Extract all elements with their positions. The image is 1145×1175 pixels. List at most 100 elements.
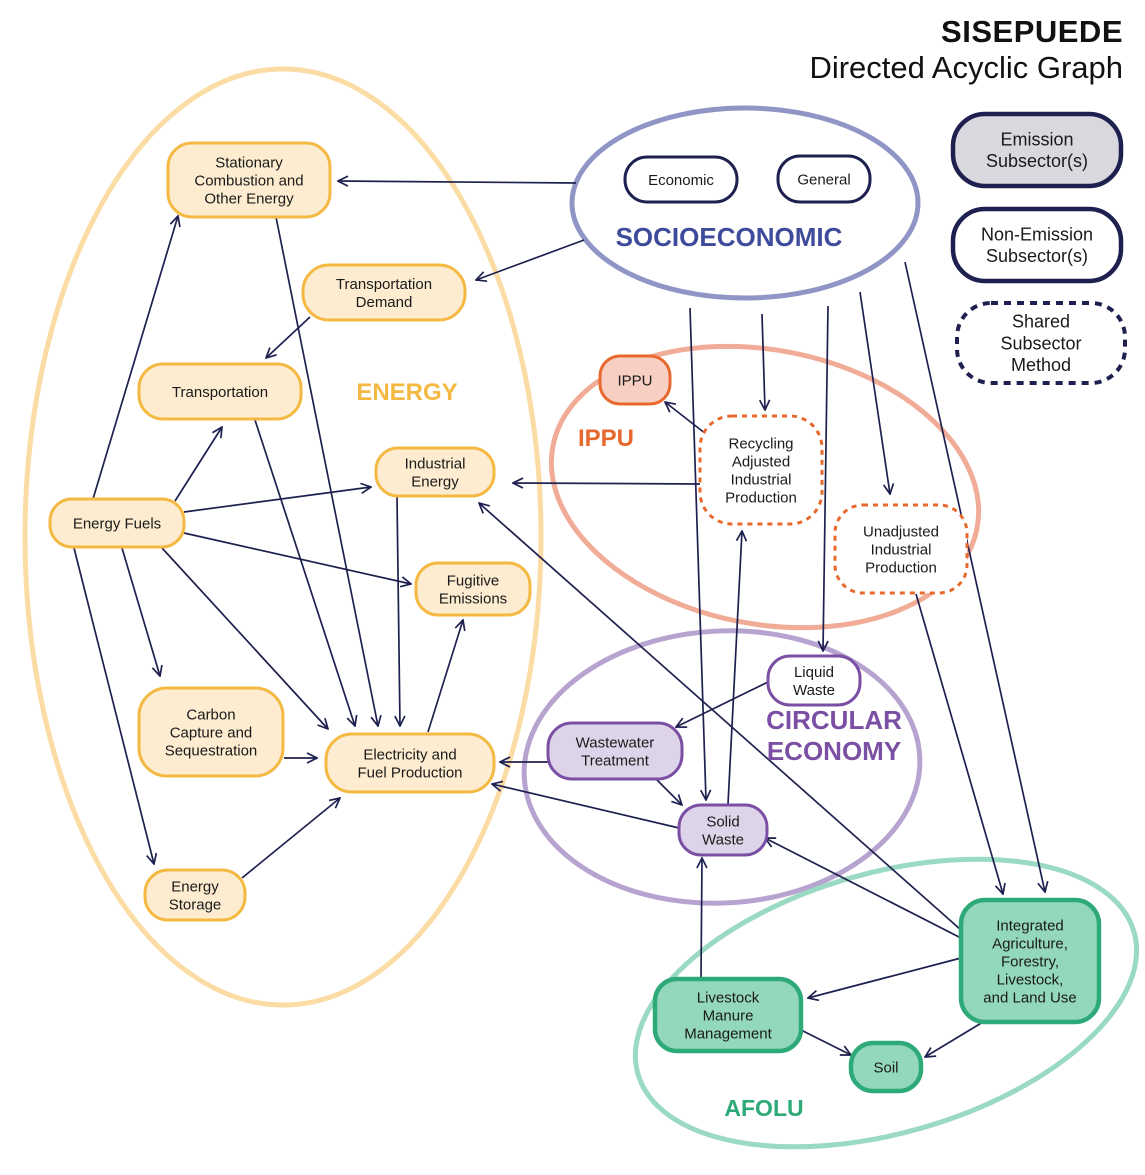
ippu-group-ellipse (548, 343, 982, 631)
stationary-node-label: Stationary (215, 154, 283, 171)
edge-integrated-afolu-to-livestock-manure (808, 957, 962, 998)
transport-demand-node-label: Demand (356, 294, 413, 311)
integrated-afolu-node-label: Forestry, (1001, 953, 1059, 970)
edge-energy-fuels-to-stationary (92, 216, 178, 500)
socio-group-label: SOCIOECONOMIC (616, 222, 843, 252)
fugitive-node-label: Emissions (439, 590, 507, 607)
solid-waste-node-label: Solid (706, 813, 739, 830)
edge-integrated-afolu-to-industrial-energy (479, 503, 962, 931)
livestock-manure-node-label: Manure (703, 1007, 754, 1024)
energy-storage-node-label: Energy (171, 878, 219, 895)
edge-recycling-to-ippu (665, 402, 707, 435)
energy-fuels-node: Energy Fuels (48, 497, 186, 549)
stationary-node-shape (166, 141, 332, 219)
edge-stationary-to-elec-fuel (275, 216, 378, 726)
diagram-title: SISEPUEDE (941, 14, 1123, 49)
ccs-node-label: Sequestration (165, 742, 258, 759)
industrial-energy-node-label: Energy (411, 473, 459, 490)
edge-socio-to-solid-waste (689, 307, 706, 800)
edge-integrated-afolu-to-solid-waste (765, 838, 962, 939)
ippu-group-label: IPPU (578, 425, 634, 452)
edge-transport-demand-to-transportation (266, 316, 311, 358)
edge-energy-fuels-to-energy-storage (73, 547, 154, 864)
transportation-node: Transportation (137, 362, 303, 421)
edge-socio-to-unadjusted (859, 291, 890, 494)
ippu-node: IPPU (598, 354, 672, 406)
liquid-waste-node-label: Liquid (794, 664, 834, 681)
edge-socio-to-stationary (338, 181, 577, 183)
stationary-node-label: Combustion and (194, 172, 303, 189)
legend-shared-node-label: Method (1011, 355, 1071, 375)
unadjusted-node-label: Industrial (871, 541, 932, 558)
unadjusted-node-label: Unadjusted (863, 523, 939, 540)
ippu-node-shape (598, 354, 672, 406)
elec-fuel-node-shape (324, 732, 496, 794)
general-node: General (776, 154, 872, 204)
edge-livestock-manure-to-solid-waste (701, 858, 702, 980)
integrated-afolu-node-label: Livestock, (997, 971, 1064, 988)
general-node-label: General (797, 171, 850, 188)
edge-wastewater-to-solid-waste (654, 777, 682, 805)
circular-group-ellipse (521, 628, 923, 906)
edge-transportation-to-elec-fuel (254, 419, 355, 726)
edge-energy-fuels-to-elec-fuel (161, 547, 328, 729)
ccs-node-shape (137, 686, 285, 778)
edge-socio-to-integrated-afolu (904, 261, 1045, 892)
soil-node-shape (848, 1040, 924, 1094)
edge-elec-fuel-to-fugitive (427, 620, 463, 733)
socio-group-ellipse (569, 105, 921, 301)
energy-fuels-node-shape (48, 497, 186, 549)
wastewater-node-label: Wastewater (576, 734, 655, 751)
edge-recycling-to-industrial-energy (513, 483, 701, 484)
transportation-node-label: Transportation (172, 384, 268, 401)
legend-emission-node-label: Emission (1000, 130, 1073, 150)
energy-storage-node-label: Storage (169, 896, 222, 913)
industrial-energy-node-label: Industrial (405, 455, 466, 472)
edge-energy-fuels-to-transportation (174, 427, 222, 502)
edge-socio-to-liquid-waste (823, 305, 828, 651)
livestock-manure-node-shape (652, 976, 804, 1054)
recycling-node-label: Recycling (728, 435, 793, 452)
legend-shared-node-shape (955, 301, 1127, 385)
ccs-node-label: Carbon (186, 706, 235, 723)
economic-node-shape (623, 155, 739, 204)
energy-fuels-node-label: Energy Fuels (73, 515, 161, 532)
liquid-waste-node-label: Waste (793, 682, 835, 699)
transport-demand-node-shape (301, 263, 467, 322)
edge-socio-to-transport-demand (476, 239, 585, 280)
afolu-group-label: AFOLU (724, 1095, 803, 1121)
edge-solid-waste-to-recycling (727, 531, 742, 805)
edge-unadjusted-to-integrated-afolu (915, 593, 1003, 894)
ccs-node-label: Capture and (170, 724, 253, 741)
edge-liquid-waste-to-wastewater (676, 681, 769, 727)
integrated-afolu-node-shape (958, 897, 1102, 1025)
energy-group-label: ENERGY (356, 379, 457, 406)
recycling-node-label: Industrial (731, 471, 792, 488)
integrated-afolu-node-label: and Land Use (983, 989, 1076, 1006)
edge-energy-fuels-to-industrial-energy (183, 487, 371, 513)
elec-fuel-node-label: Electricity and (363, 746, 456, 763)
legend-emission-node-label: Subsector(s) (986, 151, 1088, 171)
circular-group-label-line1: CIRCULAR (766, 705, 902, 735)
edge-solid-waste-to-elec-fuel (492, 784, 680, 829)
edge-energy-fuels-to-fugitive (183, 532, 411, 584)
fugitive-node-shape (414, 561, 532, 617)
recycling-node-label: Adjusted (732, 453, 790, 470)
unadjusted-node-label: Production (865, 559, 937, 576)
integrated-afolu-node-label: Integrated (996, 917, 1064, 934)
integrated-afolu-node-label: Agriculture, (992, 935, 1068, 952)
legend-shared-node-label: Subsector (1000, 333, 1081, 353)
livestock-manure-node-label: Management (684, 1025, 772, 1042)
